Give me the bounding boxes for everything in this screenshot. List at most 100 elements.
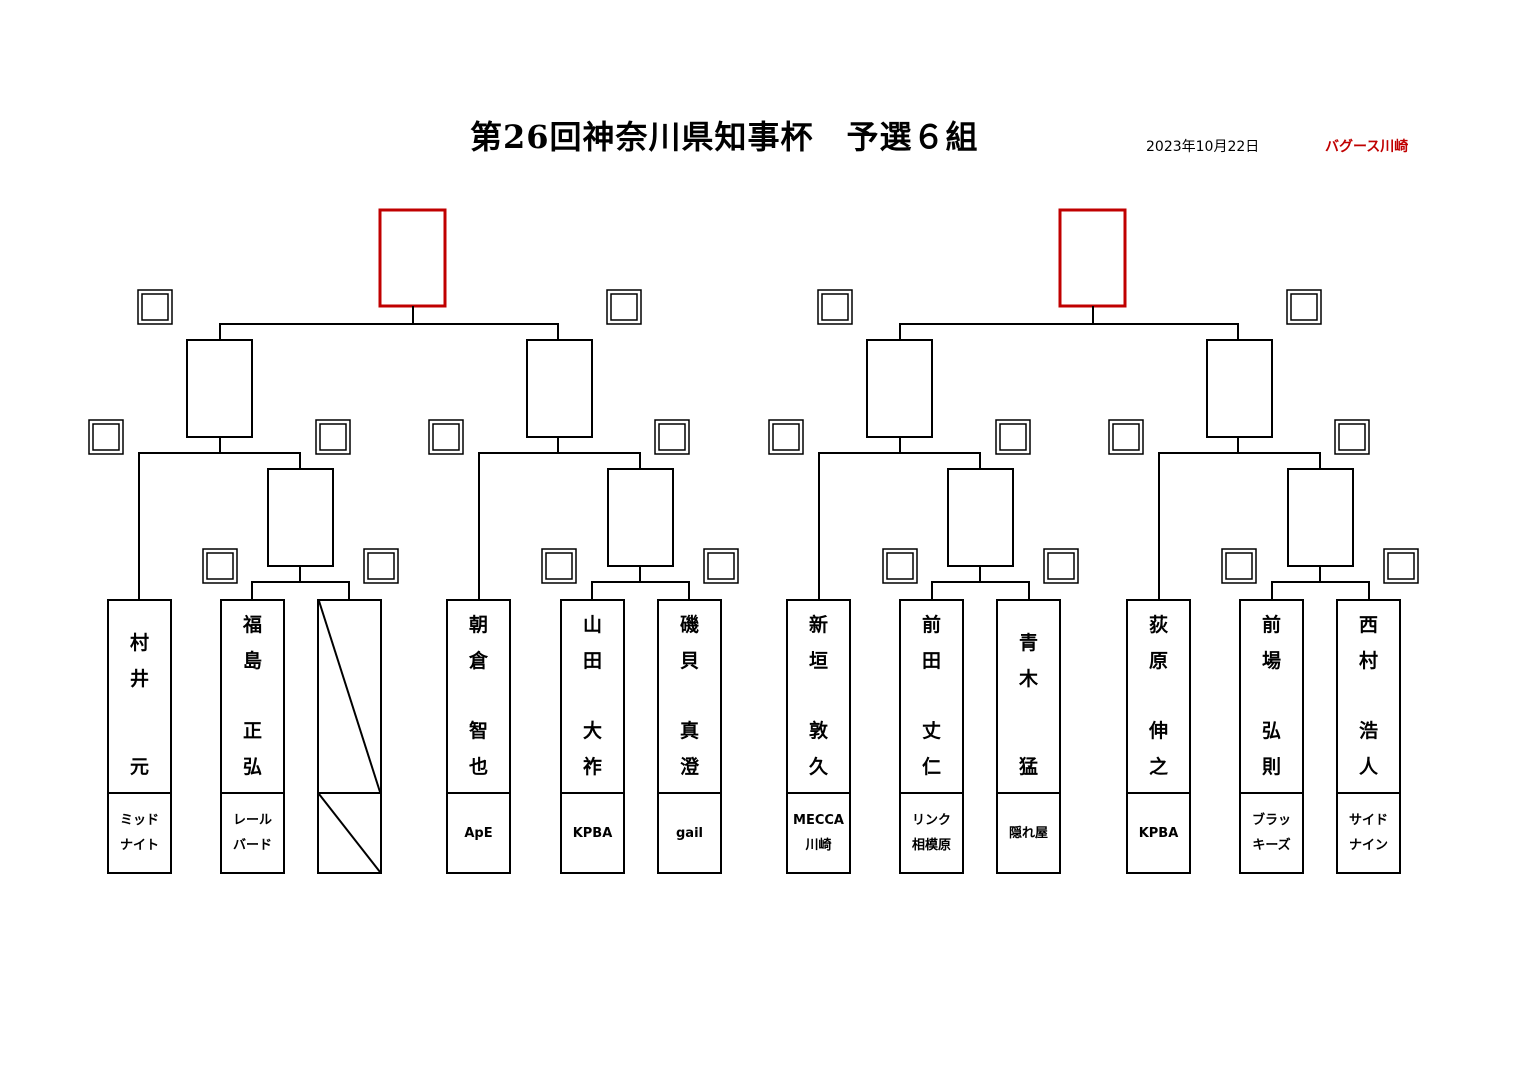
player-card: 朝倉智也 ApE — [446, 599, 511, 874]
left-score-box — [202, 548, 238, 584]
player-name: 村井元 — [109, 601, 170, 794]
left-score-box-inner — [707, 552, 735, 580]
player-name-char: 正 — [242, 720, 262, 742]
player-card: 西村浩人サイド ナイン — [1336, 599, 1401, 874]
left-score-box — [606, 289, 642, 325]
team-cell: ApE — [448, 794, 509, 872]
left-score-box — [137, 289, 173, 325]
team-name: gail — [676, 825, 703, 841]
left-score-box — [363, 548, 399, 584]
player-name-char: 伸 — [1148, 720, 1168, 742]
player-name-char: 人 — [1358, 756, 1378, 778]
team-cell: リンク 相模原 — [901, 794, 962, 872]
page-title: 第26回神奈川県知事杯 予選６組 — [470, 118, 979, 156]
team-cell: レール バード — [222, 794, 283, 872]
player-name-char: 前 — [921, 614, 941, 636]
right-score-box-inner — [999, 423, 1027, 451]
player-name-char: 荻 — [1148, 614, 1168, 636]
right-score-box-inner — [821, 293, 849, 321]
left-quarter-bar-right — [591, 581, 690, 600]
player-name: 前田丈仁 — [901, 601, 962, 794]
right-score-box — [882, 548, 918, 584]
player-name-char: 真 — [679, 720, 699, 742]
team-name: KPBA — [1138, 825, 1179, 841]
player-name-char: 敦 — [808, 720, 828, 742]
left-semi-box-right — [526, 339, 593, 438]
right-score-box-inner — [886, 552, 914, 580]
player-name-char: 智 — [468, 720, 488, 742]
bye-cross-lines — [319, 601, 380, 872]
player-name-char: 村 — [1358, 650, 1378, 672]
team-cell: 隠れ屋 — [998, 794, 1059, 872]
player-name-char: 磯 — [679, 614, 699, 636]
right-score-box-inner — [772, 423, 800, 451]
player-name-char: 元 — [129, 756, 149, 778]
bye-slash-line — [319, 601, 380, 793]
player-name: 荻原伸之 — [1128, 601, 1189, 794]
player-name-char: 青 — [1018, 632, 1038, 654]
team-cell: ブラッ キーズ — [1241, 794, 1302, 872]
venue-label: バグース川崎 — [1325, 139, 1409, 155]
right-score-box — [1334, 419, 1370, 455]
left-score-box-inner — [206, 552, 234, 580]
team-cell: MECCA 川崎 — [788, 794, 849, 872]
player-card: 青木猛隠れ屋 — [996, 599, 1061, 874]
right-score-box-inner — [1112, 423, 1140, 451]
right-score-box — [1383, 548, 1419, 584]
right-quarter-box-right — [1287, 468, 1354, 567]
left-score-box-inner — [432, 423, 460, 451]
player-name-char: 原 — [1148, 650, 1168, 672]
right-semi-box-left — [866, 339, 933, 438]
right-score-box-inner — [1047, 552, 1075, 580]
player-card: 村井元ミッド ナイト — [107, 599, 172, 874]
player-name-char: 福 — [242, 614, 262, 636]
team-name: KPBA — [572, 825, 613, 841]
player-card: 前場弘則ブラッ キーズ — [1239, 599, 1304, 874]
player-name: 前場弘則 — [1241, 601, 1302, 794]
event-date: 2023年10月22日 — [1146, 139, 1260, 155]
right-semi-bar-left — [818, 452, 981, 600]
team-name: サイド ナイン — [1348, 813, 1388, 853]
right-semi-bar-right — [1158, 452, 1321, 600]
left-semi-box-left — [186, 339, 253, 438]
team-name: ブラッ キーズ — [1251, 813, 1291, 853]
player-name-char: 也 — [468, 756, 488, 778]
left-score-box-inner — [141, 293, 169, 321]
bye-slash-line — [319, 793, 380, 872]
player-name: 朝倉智也 — [448, 601, 509, 794]
left-quarter-bar-left — [251, 581, 350, 600]
player-name-char: 則 — [1261, 756, 1281, 778]
player-name-char: 朝 — [468, 614, 488, 636]
right-score-box — [1286, 289, 1322, 325]
player-name-char: 弘 — [242, 756, 262, 778]
player-card: 福島正弘レール バード — [220, 599, 285, 874]
right-score-box-inner — [1225, 552, 1253, 580]
team-cell: KPBA — [562, 794, 623, 872]
left-score-box-inner — [545, 552, 573, 580]
team-cell: KPBA — [1128, 794, 1189, 872]
right-score-box — [1221, 548, 1257, 584]
team-name: ApE — [464, 825, 493, 841]
bye-slot — [317, 599, 382, 874]
right-score-box — [995, 419, 1031, 455]
left-semi-bar-right — [478, 452, 641, 600]
player-name: 福島正弘 — [222, 601, 283, 794]
player-name-char: 井 — [129, 668, 149, 690]
right-score-box — [1043, 548, 1079, 584]
team-cell: サイド ナイン — [1338, 794, 1399, 872]
right-score-box — [817, 289, 853, 325]
player-name: 新垣敦久 — [788, 601, 849, 794]
right-score-box — [1108, 419, 1144, 455]
right-semi-box-right — [1206, 339, 1273, 438]
player-name-char: 猛 — [1018, 756, 1038, 778]
player-name-char: 田 — [921, 650, 941, 672]
left-score-box — [541, 548, 577, 584]
left-score-box-inner — [319, 423, 347, 451]
left-semi-bar-left — [138, 452, 301, 600]
player-name-char: 山 — [582, 614, 602, 636]
left-score-box — [703, 548, 739, 584]
team-name: MECCA 川崎 — [793, 813, 844, 853]
